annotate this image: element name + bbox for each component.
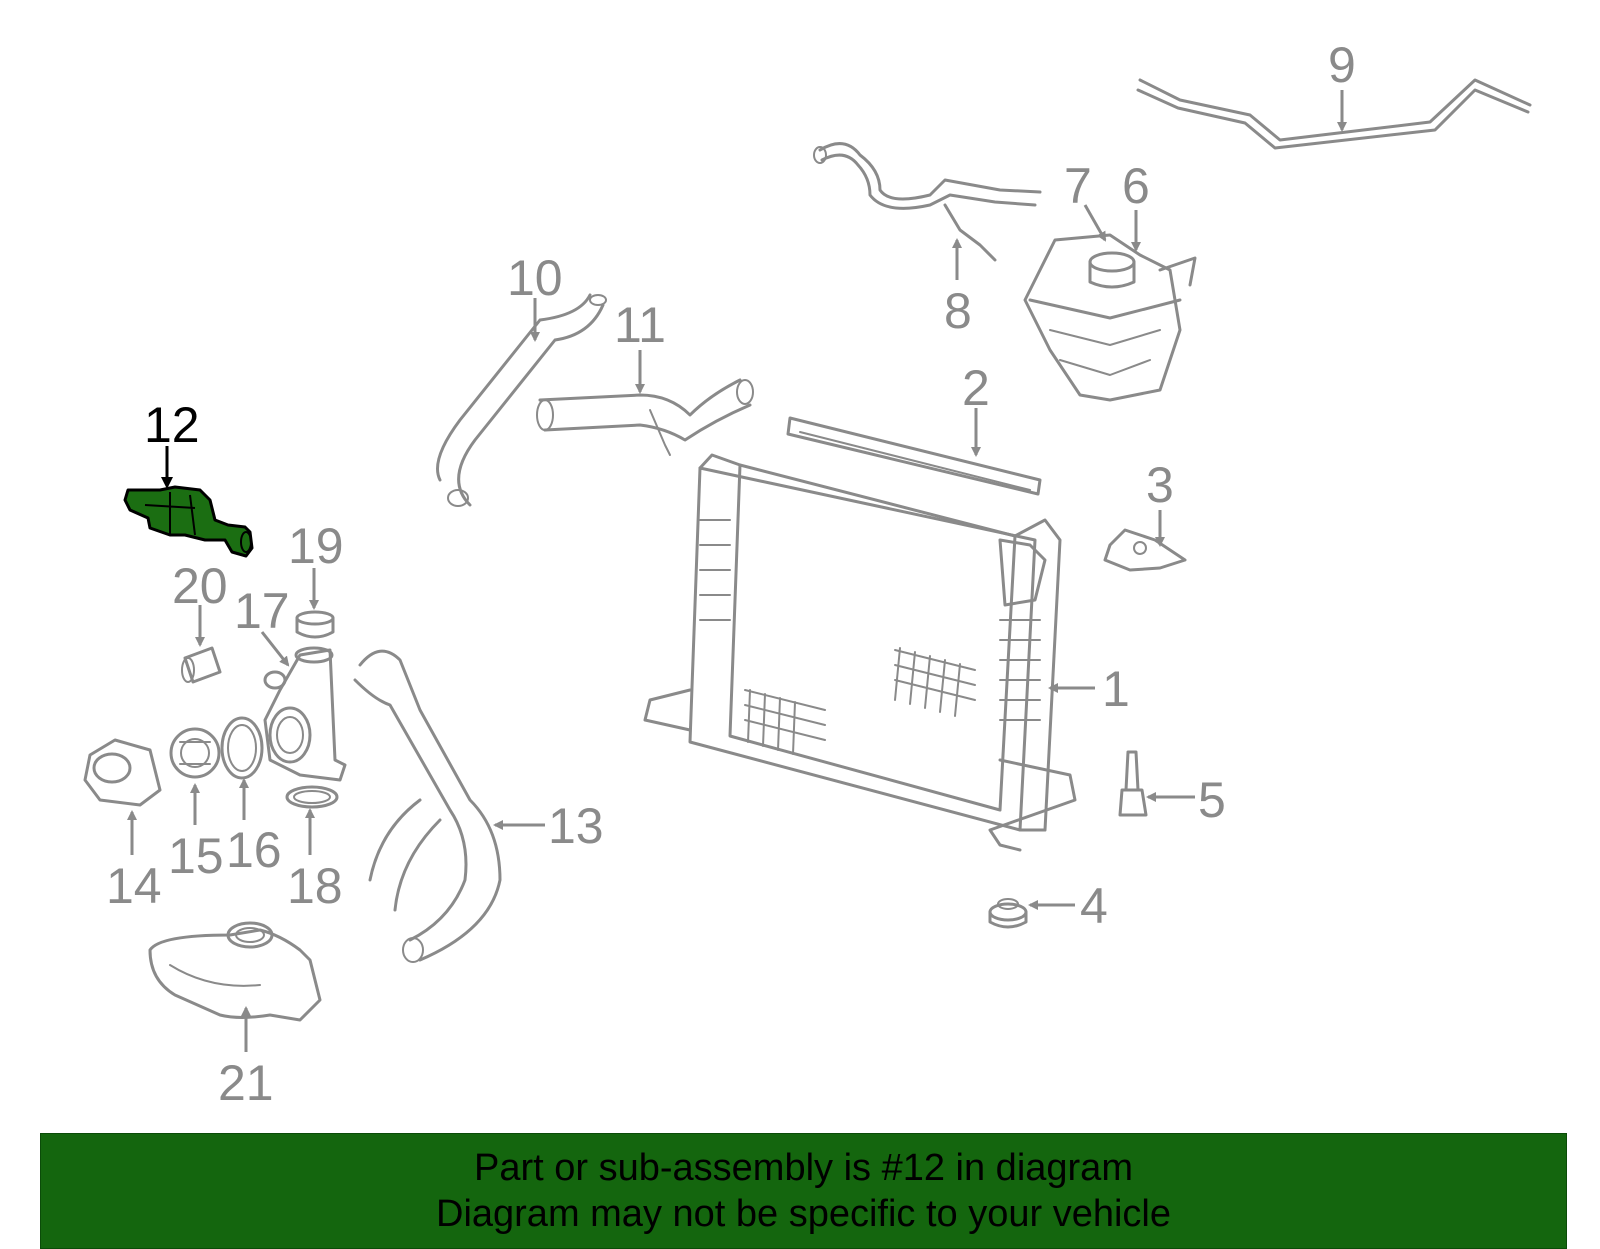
vent-hose-part xyxy=(813,142,1042,262)
reservoir-part xyxy=(1023,233,1197,402)
thermostat-housing-part xyxy=(83,738,162,807)
callout-6: 6 xyxy=(1122,158,1150,214)
gasket-part xyxy=(220,716,264,780)
callout-14: 14 xyxy=(106,858,162,914)
callout-4: 4 xyxy=(1080,878,1108,934)
upper-hose-part xyxy=(536,378,754,456)
callout-9: 9 xyxy=(1328,37,1356,93)
grommet-part xyxy=(988,898,1028,929)
thermostat-part xyxy=(169,727,221,779)
radiator-part xyxy=(643,453,1077,852)
callout-labels: 1 2 3 4 5 6 7 8 9 10 11 13 14 15 16 17 1… xyxy=(106,37,1356,1111)
callout-20: 20 xyxy=(172,558,228,614)
water-outlet-part xyxy=(263,646,347,782)
callout-13: 13 xyxy=(548,798,604,854)
banner-line-1: Part or sub-assembly is #12 in diagram xyxy=(474,1147,1133,1189)
sensor-part xyxy=(1118,750,1148,817)
callout-arrows xyxy=(127,90,1347,1052)
callout-16: 16 xyxy=(226,822,282,878)
callout-8: 8 xyxy=(944,283,972,339)
callout-12: 12 xyxy=(144,397,200,453)
callout-21: 21 xyxy=(218,1055,274,1111)
callout-18: 18 xyxy=(287,858,343,914)
bracket-part xyxy=(1103,528,1187,572)
callout-5: 5 xyxy=(1198,772,1226,828)
long-tube-part xyxy=(1136,78,1532,150)
highlighted-part-12[interactable] xyxy=(123,485,254,558)
callout-15: 15 xyxy=(168,828,224,884)
banner-line-2: Diagram may not be specific to your vehi… xyxy=(436,1193,1171,1235)
callout-1: 1 xyxy=(1102,661,1130,717)
callout-11: 11 xyxy=(614,297,666,353)
info-banner: Part or sub-assembly is #12 in diagram D… xyxy=(40,1133,1567,1249)
sleeve-part xyxy=(181,646,222,684)
bypass-hose-part xyxy=(436,293,607,507)
intake-elbow-part xyxy=(148,921,322,1022)
callout-3: 3 xyxy=(1146,457,1174,513)
callout-10: 10 xyxy=(507,250,563,306)
callout-17: 17 xyxy=(234,583,290,639)
callout-19: 19 xyxy=(288,518,344,574)
upper-seal-part xyxy=(786,416,1042,496)
callout-7: 7 xyxy=(1064,158,1092,214)
lower-hose-part xyxy=(353,649,502,963)
callout-2: 2 xyxy=(962,360,990,416)
cap-part xyxy=(295,610,335,639)
o-ring-part xyxy=(285,785,339,809)
